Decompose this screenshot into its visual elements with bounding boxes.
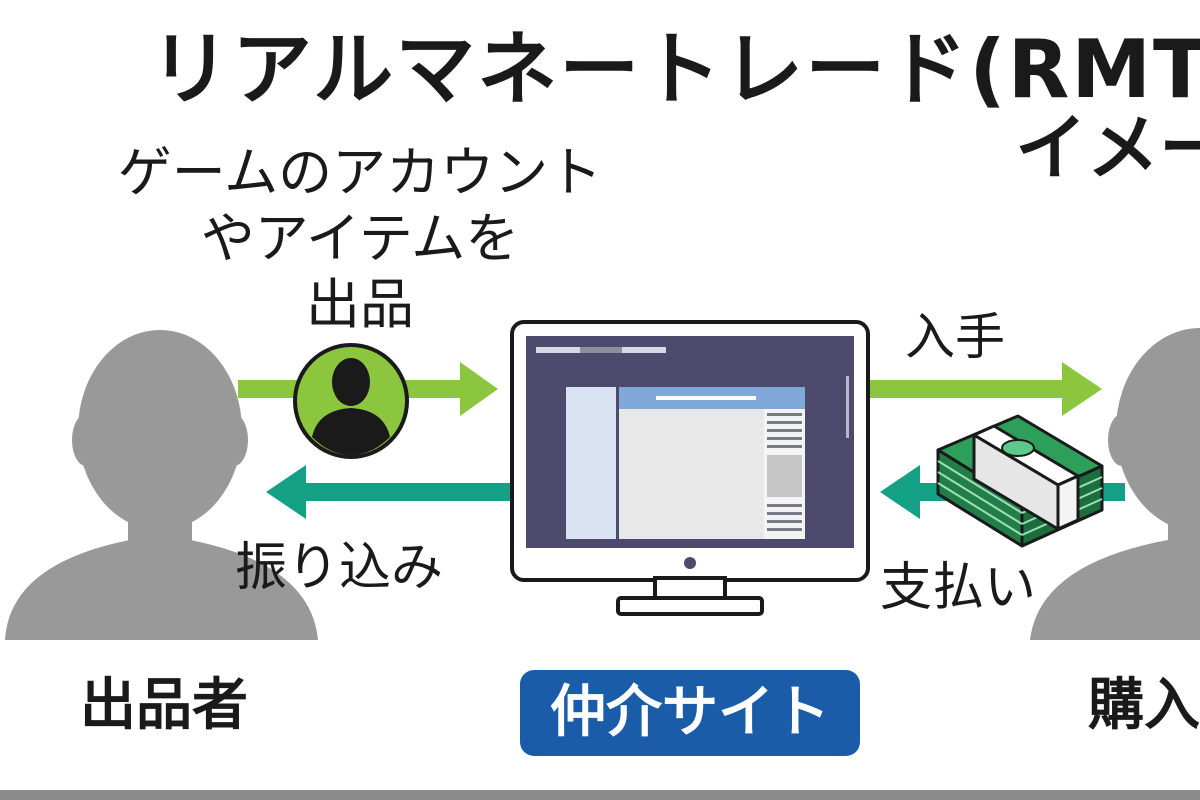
site-monitor-icon [510,320,870,616]
seller-person-icon [5,330,318,640]
site-label: 仲介サイト [550,680,830,745]
account-avatar-icon [293,343,409,459]
seller-label: 出品者 [80,673,248,738]
site-badge: 仲介サイト [520,670,860,756]
transfer-label: 振り込み [235,538,444,598]
buyer-label: 購入 [1088,673,1200,738]
obtain-label: 入手 [905,308,1005,366]
listing-label: ゲームのアカウント やアイテムを 出品 [117,141,603,336]
money-stack-icon [936,414,1104,548]
transfer-arrow [266,465,512,519]
diagram-title: リアルマネートレード(RMT [150,23,1200,116]
bottom-divider [0,790,1200,800]
payment-label: 支払い [880,558,1037,618]
buyer-person-icon [1030,328,1200,640]
obtain-arrow [870,362,1102,416]
diagram-subtitle: イメー [1015,106,1200,190]
